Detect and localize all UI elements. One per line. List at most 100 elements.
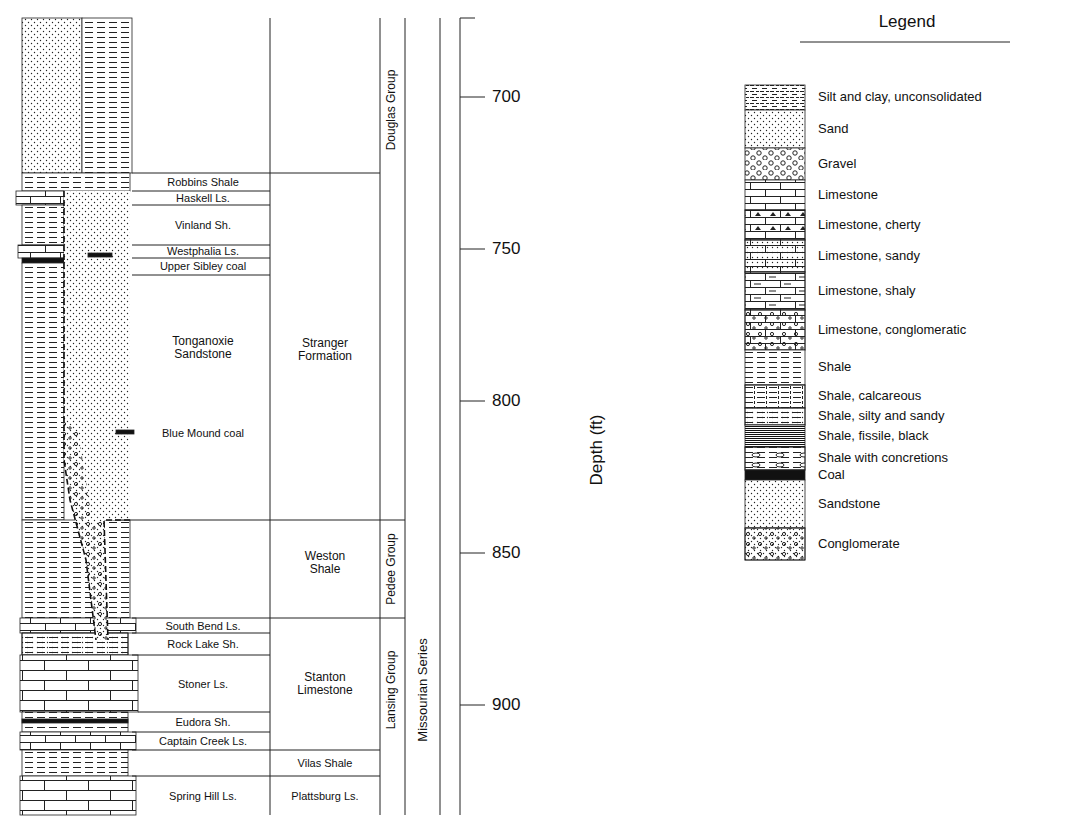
legend-entry: Gravel (818, 157, 856, 171)
member-name: Eudora Sh. (175, 716, 230, 728)
lithology-column (22, 633, 128, 655)
member-name: Westphalia Ls. (167, 245, 239, 257)
lithology-column (22, 258, 64, 263)
formation-name: Vilas Shale (298, 757, 353, 769)
member-name: South Bend Ls. (165, 620, 240, 632)
legend-entry: Silt and clay, unconsolidated (818, 90, 982, 104)
unit-boundaries (132, 191, 270, 192)
formation-name: Weston Shale (295, 550, 355, 576)
legend-swatches (800, 42, 1010, 43)
unit-boundaries (132, 655, 270, 656)
axis-title: Depth (ft) (588, 415, 607, 486)
unit-boundaries (115, 173, 405, 776)
legend-swatches (745, 310, 805, 350)
member-name: Vinland Sh. (175, 219, 231, 231)
lithology-column (22, 205, 64, 245)
legend-swatches (745, 180, 805, 210)
legend-entry: Sand (818, 122, 848, 136)
legend-entry: Shale with concretions (818, 451, 948, 465)
legend-entry: Shale, fissile, black (818, 429, 929, 443)
depth-axis (460, 18, 485, 815)
column-dividers (405, 18, 406, 815)
legend-entry: Shale, silty and sandy (818, 409, 944, 423)
lithology-column (22, 18, 82, 173)
lithology-column (22, 719, 128, 723)
depth-axis (460, 18, 461, 815)
lithology-column (88, 253, 112, 257)
lithology-column (20, 776, 136, 815)
legend-swatches (745, 148, 805, 180)
lithology-column (22, 712, 128, 732)
legend-entry: Sandstone (818, 497, 880, 511)
formation-name: Plattsburg Ls. (291, 790, 358, 802)
lithology-column (64, 420, 108, 640)
legend-swatches (745, 240, 805, 272)
depth-tick-label: 900 (492, 696, 520, 715)
unit-boundaries (132, 732, 270, 733)
legend-swatches (745, 528, 805, 560)
lithology-column (20, 618, 136, 633)
legend-heading: Legend (879, 13, 936, 32)
unit-boundaries (138, 712, 270, 713)
lithology-column (116, 430, 134, 434)
legend-swatches (745, 425, 805, 447)
lithology-column (64, 191, 96, 640)
member-name: Rock Lake Sh. (167, 638, 239, 650)
legend-swatches (745, 408, 805, 425)
depth-axis (460, 249, 485, 250)
lithology-column (22, 633, 128, 655)
member-name: Spring Hill Ls. (169, 790, 237, 802)
legend-entry: Limestone, conglomeratic (818, 323, 966, 337)
legend-swatches (745, 110, 805, 148)
unit-boundaries (132, 258, 270, 259)
legend-swatches (745, 350, 805, 385)
lithology-column (16, 18, 138, 815)
formation-name: Stranger Formation (289, 337, 361, 363)
lithology-column (22, 173, 130, 191)
legend-swatches (745, 42, 1010, 560)
legend-swatches (745, 480, 805, 528)
unit-boundaries (132, 750, 380, 751)
formation-name: Stanton Limestone (289, 671, 361, 697)
group-name: Pedee Group (385, 533, 398, 604)
depth-tick-label: 750 (492, 240, 520, 259)
legend-swatches (745, 528, 805, 560)
legend-swatches (745, 85, 805, 110)
legend-entry: Limestone, shaly (818, 284, 916, 298)
unit-boundaries (115, 520, 405, 521)
column-dividers (380, 18, 381, 815)
depth-tick-label: 700 (492, 88, 520, 107)
lithology-column (22, 520, 130, 618)
member-name: Stoner Ls. (178, 678, 228, 690)
group-name: Lansing Group (385, 651, 398, 730)
lithology-column (16, 191, 64, 205)
member-name: Robbins Shale (167, 176, 239, 188)
member-name: Tonganoxie Sandstone (163, 335, 243, 361)
unit-boundaries (132, 173, 380, 174)
legend-swatches (745, 310, 805, 350)
column-dividers (440, 18, 441, 815)
legend-swatches (745, 470, 805, 480)
depth-tick-label: 800 (492, 392, 520, 411)
depth-tick-label: 850 (492, 544, 520, 563)
legend-swatches (745, 272, 805, 310)
legend-entry: Limestone, cherty (818, 218, 921, 232)
lithology-column (82, 18, 132, 173)
member-name: Haskell Ls. (176, 192, 230, 204)
legend-swatches (745, 210, 805, 240)
unit-boundaries (132, 618, 405, 619)
legend-swatches (745, 385, 805, 408)
depth-axis (460, 705, 485, 706)
legend-entry: Limestone (818, 188, 878, 202)
legend-swatches (745, 447, 805, 470)
legend-entry: Conglomerate (818, 537, 900, 551)
depth-axis (460, 97, 485, 98)
member-name: Upper Sibley coal (160, 260, 246, 272)
legend-entry: Shale, calcareous (818, 389, 921, 403)
unit-boundaries (132, 776, 380, 777)
depth-axis (460, 553, 485, 554)
depth-axis (460, 18, 475, 19)
lithology-column (22, 263, 64, 520)
legend-swatches (745, 385, 805, 408)
